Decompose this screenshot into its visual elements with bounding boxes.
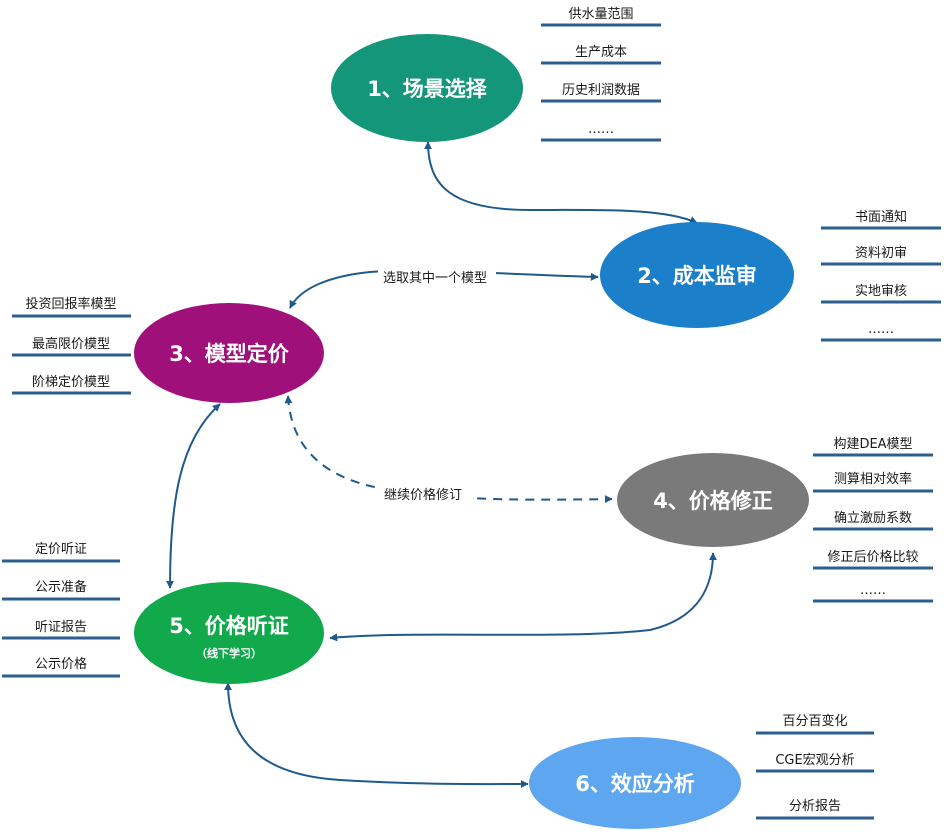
node-1-label: 1、场景选择 xyxy=(367,77,488,101)
node-4-shape xyxy=(617,453,809,547)
node-3-shape xyxy=(134,303,324,403)
list-item: 确立激励系数 xyxy=(834,511,912,526)
list-item: CGE宏观分析 xyxy=(775,753,854,768)
node-cost-audit[interactable]: 2、成本监审 xyxy=(600,222,794,328)
list-item: 书面通知 xyxy=(855,209,907,225)
edge-5-6 xyxy=(224,682,529,789)
edge-label-2-3: 选取其中一个模型 xyxy=(383,271,487,286)
list-item: 公示价格 xyxy=(35,656,87,672)
list-item: 听证报告 xyxy=(35,620,87,635)
list-item: 修正后价格比较 xyxy=(827,549,918,565)
node-1-shape xyxy=(331,34,523,142)
list-item: 历史利润数据 xyxy=(562,83,640,98)
node-4-label: 4、价格修正 xyxy=(653,489,773,513)
list-item: 构建DEA模型 xyxy=(833,437,912,452)
edge-label-2-3-bg xyxy=(378,268,496,286)
node-3-label: 3、模型定价 xyxy=(169,342,290,366)
list-item: 最高限价模型 xyxy=(32,336,110,352)
list-item: 资料初审 xyxy=(855,246,907,261)
node-price-hearing[interactable]: 5、价格听证 （线下学习） xyxy=(134,582,324,684)
edge-4-5 xyxy=(329,552,717,642)
list-item: 分析报告 xyxy=(789,799,841,814)
list-item: 定价听证 xyxy=(35,542,87,557)
list-item: …… xyxy=(868,322,894,337)
node-5-sublabel: （线下学习） xyxy=(196,646,262,660)
list-item: 投资回报率模型 xyxy=(25,296,116,312)
list-item: …… xyxy=(860,583,886,598)
node-price-correction[interactable]: 4、价格修正 xyxy=(617,453,809,547)
node-6-shape xyxy=(529,737,741,829)
node-5-shape xyxy=(134,582,324,684)
list-item: 百分百变化 xyxy=(782,713,847,729)
list-price-hearing: 定价听证 公示准备 听证报告 公示价格 xyxy=(2,542,120,678)
list-effect-analysis: 百分百变化 CGE宏观分析 分析报告 xyxy=(756,713,874,820)
edge-1-2 xyxy=(424,141,698,224)
node-6-label: 6、效应分析 xyxy=(575,772,695,796)
list-item: 实地审核 xyxy=(855,284,907,299)
edge-3-5 xyxy=(166,403,221,589)
edge-label-3-4-bg xyxy=(380,485,472,503)
list-scene-selection: 供水量范围 生产成本 历史利润数据 …… xyxy=(541,7,661,142)
list-item: 测算相对效率 xyxy=(834,471,912,487)
list-item: 公示准备 xyxy=(35,579,87,595)
list-price-correction: 构建DEA模型 测算相对效率 确立激励系数 修正后价格比较 …… xyxy=(813,437,933,603)
edge-3-4-dashed xyxy=(284,395,613,504)
edge-label-3-4: 继续价格修订 xyxy=(384,487,462,503)
node-model-pricing[interactable]: 3、模型定价 xyxy=(134,303,324,403)
list-item: 供水量范围 xyxy=(568,7,633,22)
list-item: 阶梯定价模型 xyxy=(32,375,110,390)
node-2-label: 2、成本监审 xyxy=(637,264,757,288)
node-scene-selection[interactable]: 1、场景选择 xyxy=(331,34,523,142)
list-item: …… xyxy=(588,122,614,137)
list-cost-audit: 书面通知 资料初审 实地审核 …… xyxy=(821,209,941,342)
node-effect-analysis[interactable]: 6、效应分析 xyxy=(529,737,741,829)
node-2-shape xyxy=(600,222,794,328)
node-5-label: 5、价格听证 xyxy=(169,614,289,638)
list-item: 生产成本 xyxy=(575,45,627,60)
list-model-pricing: 投资回报率模型 最高限价模型 阶梯定价模型 xyxy=(12,296,131,395)
